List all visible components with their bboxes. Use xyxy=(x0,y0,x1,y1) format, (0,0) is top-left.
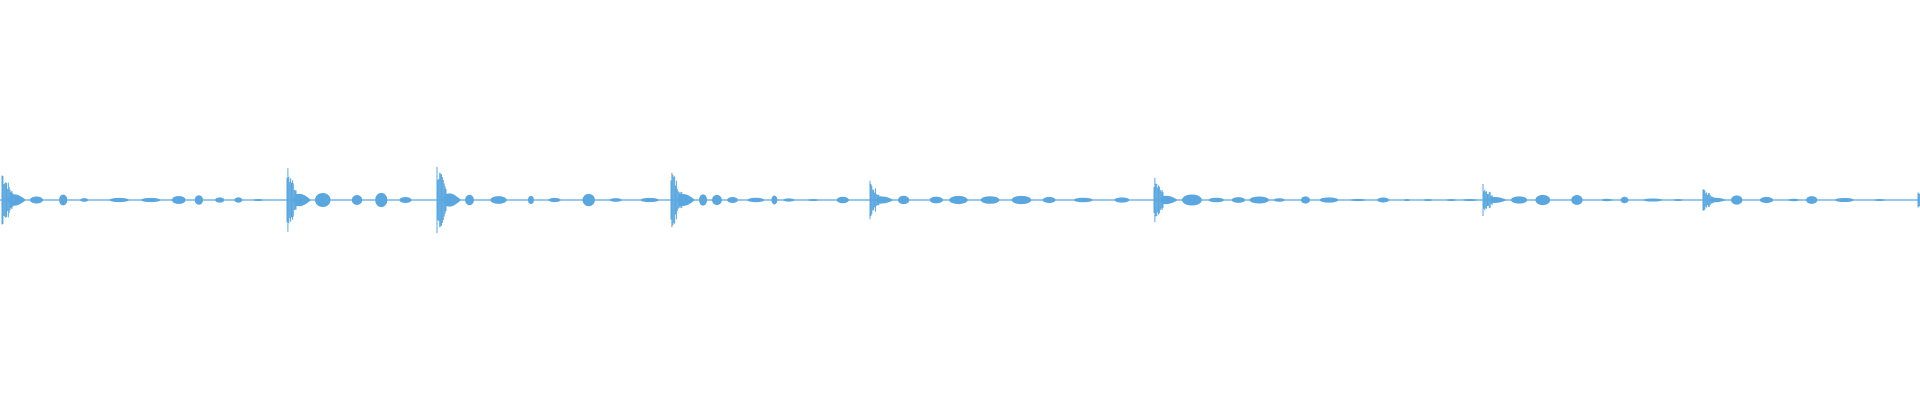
waveform-blob xyxy=(1249,196,1269,204)
waveform-blob xyxy=(582,193,595,207)
waveform-blob xyxy=(171,195,186,205)
waveform-decay xyxy=(293,193,311,207)
waveform-blob xyxy=(1511,196,1528,204)
waveform-blob xyxy=(30,196,43,204)
waveform-burst xyxy=(1702,189,1886,211)
waveform-blob xyxy=(1182,194,1202,206)
waveform-burst xyxy=(869,180,1130,220)
waveform-decay xyxy=(443,193,461,207)
waveform-blob xyxy=(1300,196,1311,204)
waveform-blob xyxy=(234,197,243,203)
waveform-blob xyxy=(807,198,820,202)
waveform-blob xyxy=(1208,197,1225,203)
waveform-blob xyxy=(782,198,795,202)
waveform-blob xyxy=(1423,199,1433,201)
waveform-blob xyxy=(699,194,708,206)
waveform-blob xyxy=(949,195,968,205)
waveform-blob xyxy=(490,196,507,204)
waveform-blob xyxy=(1403,199,1411,201)
waveform-blob xyxy=(711,194,722,206)
waveform-blob xyxy=(80,198,89,202)
waveform-blob xyxy=(1806,196,1818,204)
waveform-blob xyxy=(929,196,943,204)
waveform-burst xyxy=(1482,184,1684,216)
waveform-blob xyxy=(1873,199,1886,201)
waveform-blob xyxy=(527,195,534,205)
waveform-blob xyxy=(1461,199,1479,201)
waveform-blob xyxy=(1731,195,1743,205)
waveform-burst xyxy=(286,168,412,232)
waveform-blob xyxy=(747,197,765,203)
waveform-blob xyxy=(465,194,475,206)
waveform-blob xyxy=(1620,196,1629,204)
waveform-blob xyxy=(1643,198,1663,202)
waveform-burst xyxy=(1153,177,1479,223)
waveform-blob xyxy=(1273,198,1286,202)
waveform-blob xyxy=(1011,195,1032,205)
waveform-blob xyxy=(1042,196,1056,204)
waveform-blob xyxy=(1834,197,1854,203)
waveform-blob xyxy=(315,193,331,207)
waveform-decay xyxy=(876,196,894,204)
waveform-burst xyxy=(670,172,849,228)
waveform-blob xyxy=(1571,195,1583,205)
waveform-blob xyxy=(375,192,388,208)
waveform-blob xyxy=(836,196,849,204)
waveform-blob xyxy=(640,197,659,203)
waveform-blob xyxy=(1319,197,1339,203)
waveform-blob xyxy=(141,197,161,203)
waveform-blob xyxy=(1672,198,1684,202)
waveform-decay xyxy=(1489,197,1507,203)
waveform-blob xyxy=(399,196,412,204)
waveform-blob xyxy=(215,197,225,203)
waveform-blob xyxy=(1788,198,1800,202)
waveform-blob xyxy=(1445,199,1457,201)
waveform-blob xyxy=(548,197,561,203)
waveform-decay xyxy=(1709,197,1727,203)
waveform-decay xyxy=(8,194,26,206)
waveform-blob xyxy=(1377,197,1390,203)
waveform-blob xyxy=(1349,198,1368,202)
waveform-blob xyxy=(59,194,68,206)
waveform-blob xyxy=(252,199,264,201)
waveform-blob xyxy=(980,196,1000,204)
waveform-burst xyxy=(1,175,264,225)
waveform-blob xyxy=(194,195,204,205)
waveform-blob xyxy=(1535,194,1551,206)
waveform-blob xyxy=(1601,198,1613,202)
waveform-blob xyxy=(1073,197,1093,203)
waveform-blob xyxy=(1114,197,1130,203)
waveform-blob xyxy=(1759,196,1774,204)
waveform-decay xyxy=(677,194,695,206)
waveform-blob xyxy=(1231,197,1246,203)
waveform-blob xyxy=(771,195,778,205)
waveform-decay xyxy=(1160,195,1178,205)
waveform-blob xyxy=(109,197,130,203)
waveform-blob xyxy=(898,195,910,205)
waveform-burst xyxy=(436,166,659,234)
waveform-blob xyxy=(727,196,739,204)
waveform-blob xyxy=(351,195,363,205)
waveform-blob xyxy=(609,198,623,202)
